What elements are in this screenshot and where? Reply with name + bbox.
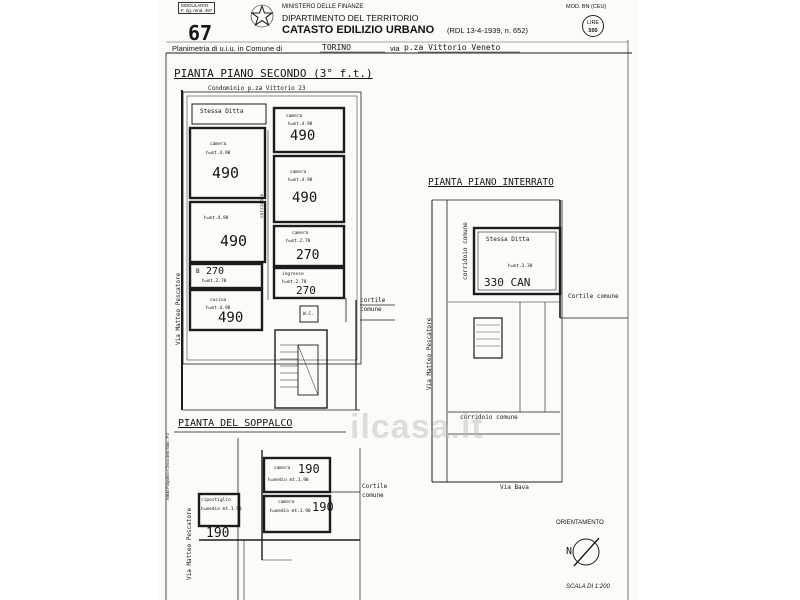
basement-title: PIANTA PIANO INTERRATO xyxy=(428,177,554,188)
mezz-room-2-height: h=medio mt.1.90 xyxy=(270,509,311,514)
room-2-height: h=mt.4.90 xyxy=(288,122,313,127)
lire-stamp: LIRE 500 xyxy=(582,15,604,37)
room-8-name: cucina xyxy=(210,298,227,303)
room-6-code: 270 xyxy=(206,266,225,277)
condominium-label: Condominio p.za Vittorio 23 xyxy=(208,85,306,92)
department: DIPARTIMENTO DEL TERRITORIO xyxy=(282,13,419,23)
document-title: CATASTO EDILIZIO URBANO xyxy=(282,24,435,36)
planimetry-label: Planimetria di u.i.u. in Comune di xyxy=(172,44,283,53)
mezz-room-2-code: 190 xyxy=(312,500,334,514)
room-3-height: h=mt.4.90 xyxy=(288,178,313,183)
room-5-height: h=mt.2.70 xyxy=(286,239,311,244)
ministry: MINISTERO DELLE FINANZE xyxy=(282,4,364,10)
room-7-name: ingresso xyxy=(282,272,304,277)
room-6-name: B xyxy=(196,268,200,275)
room-4-height: h=mt.4.90 xyxy=(204,216,229,221)
modulario-sub: F. rig. rend. 497 xyxy=(181,8,213,13)
room-7-height: h=mt.2.70 xyxy=(282,280,307,285)
room-1-height: h=mt.4.90 xyxy=(206,151,231,156)
basement-corridor-horizontal: corridoio comune xyxy=(460,414,518,421)
wc-label: W.C. xyxy=(303,312,314,317)
orientation-label: ORIENTAMENTO xyxy=(556,520,604,526)
mezz-street: Via Matteo Pescatore xyxy=(186,507,193,580)
courtyard-label: cortile comune xyxy=(360,297,386,313)
republic-emblem-icon xyxy=(250,4,274,28)
mezz-room-1-code: 190 xyxy=(298,462,320,476)
basement-street-bottom: Via Bava xyxy=(500,484,529,491)
second-floor-street: Via Matteo Pescatore xyxy=(175,272,182,345)
law-reference: (RDL 13-4-1939, n. 652) xyxy=(447,26,529,35)
mezzanine-title: PIANTA DEL SOPPALCO xyxy=(178,418,293,429)
mezz-room-3-code: 190 xyxy=(206,526,230,541)
modulario-label: MODULARIO xyxy=(181,3,209,8)
room-7-code: 270 xyxy=(296,284,316,297)
room-6-height: h=mt.2.70 xyxy=(202,279,227,284)
room-3-name: camera xyxy=(290,170,307,175)
basement-code: 330 CAN xyxy=(484,276,531,289)
room-2-name: camera xyxy=(286,114,303,119)
mezz-room-2-name: camera xyxy=(278,500,295,505)
basement-height: h=mt.3.30 xyxy=(508,264,533,269)
room-2-code: 490 xyxy=(290,128,316,144)
sheet-number: 67 xyxy=(188,21,213,45)
room-3-code: 490 xyxy=(292,190,318,206)
room-5-code: 270 xyxy=(296,248,320,263)
scale-label: SCALA DI 1:200 xyxy=(566,584,610,590)
room-5-name: camera xyxy=(292,231,309,236)
via-value: p.za Vittorio Veneto xyxy=(404,43,501,52)
basement-same-owner: Stessa Ditta xyxy=(486,236,530,243)
mezz-room-3-height: h=medio mt.1.90 xyxy=(201,507,242,512)
room-1-code: 490 xyxy=(212,164,240,182)
basement-courtyard: Cortile comune xyxy=(568,293,619,300)
room-stessa-ditta: Stessa Ditta xyxy=(200,108,244,115)
second-floor-title: PIANTA PIANO SECONDO (3° f.t.) xyxy=(174,67,373,80)
basement-street-left: Via Matteo Pescatore xyxy=(426,317,433,390)
basement-corridor-vertical: corridoio comune xyxy=(462,222,469,280)
room-1-name: camera xyxy=(210,142,227,147)
mod-code: MOD. BN (CEU) xyxy=(566,4,607,10)
room-4-code: 490 xyxy=(220,232,248,250)
comune-value: TORINO xyxy=(322,43,351,52)
mezz-room-1-name: camera xyxy=(274,466,291,471)
lire-label: LIRE xyxy=(586,20,600,26)
mezz-room-1-height: h=medio mt.1.90 xyxy=(268,478,309,483)
watermark: ilcasa.it xyxy=(350,408,484,446)
printer-imprint: Istituto Poligrafico e Zecca dello Stato… xyxy=(166,432,170,500)
mezz-courtyard: Cortile comune xyxy=(362,483,388,499)
corridor-label: corridoio xyxy=(260,193,265,218)
compass-north: N xyxy=(566,546,573,557)
via-label: via xyxy=(390,44,400,53)
room-8-height: h=mt.4.90 xyxy=(206,306,231,311)
modulario-box: MODULARIO F. rig. rend. 497 xyxy=(178,2,216,14)
mezz-room-3-name: ripostiglio xyxy=(201,498,231,503)
lire-value: 500 xyxy=(588,28,598,34)
room-8-code: 490 xyxy=(218,310,244,326)
